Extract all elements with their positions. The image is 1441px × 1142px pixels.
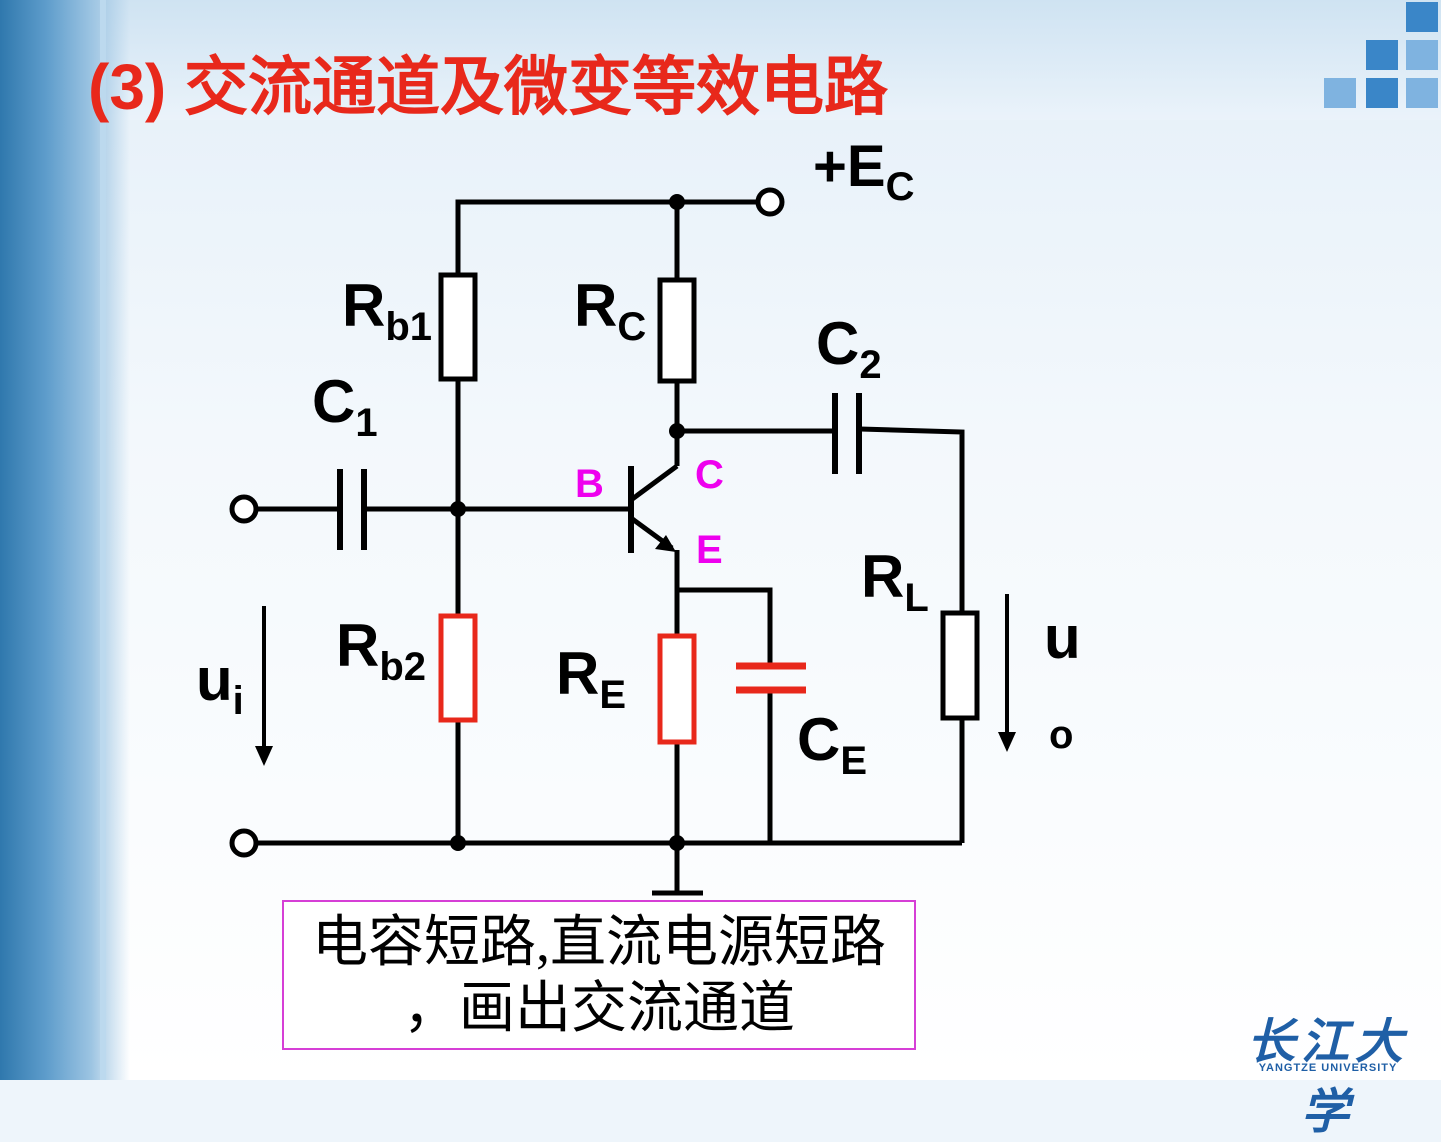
input-terminal [229, 494, 259, 524]
circuit-diagram: +EC Rb1 RC C1 C2 B C E RL Rb2 RE CE ui u… [196, 134, 1081, 896]
ce-label: CE [797, 706, 867, 783]
wires [256, 199, 965, 896]
ground-terminal [229, 828, 259, 858]
logo-en-text: YANGTZE UNIVERSITY [1258, 1062, 1398, 1074]
rc-label: RC [574, 272, 646, 349]
resistor-re [657, 633, 697, 745]
supply-terminal [755, 187, 785, 217]
ui-arrow-icon [255, 606, 273, 766]
c1-label: C1 [312, 368, 378, 445]
base-label: B [575, 462, 604, 506]
resistor-rc [657, 277, 697, 384]
note-box: 电容短路,直流电源短路 ，画出交流通道 [282, 900, 916, 1050]
re-label: RE [556, 640, 626, 717]
resistor-rl [940, 610, 980, 721]
junction-dots [450, 194, 685, 851]
c2-label: C2 [816, 310, 882, 387]
note-line-1: 电容短路,直流电源短路 [312, 912, 886, 974]
left-decor-bar [0, 0, 130, 1080]
capacitor-c2 [832, 393, 862, 474]
rb2-label: Rb2 [336, 612, 426, 689]
collector-label: C [695, 453, 724, 497]
emitter-ce-wire [677, 587, 773, 664]
terminals [229, 187, 785, 858]
page-title: (3) 交流通道及微变等效电路 [88, 51, 888, 123]
uo-label-main: u [1044, 604, 1081, 671]
left-decor-stripe [100, 0, 106, 1080]
rl-label: RL [861, 543, 929, 620]
university-logo: 长江大学 YANGTZE UNIVERSITY [1228, 1002, 1428, 1140]
uo-label-sub: o [1049, 713, 1073, 757]
emitter-arrow-icon [655, 535, 676, 552]
capacitor-ce [736, 662, 806, 694]
supply-label: +EC [813, 134, 914, 209]
capacitor-c1 [337, 469, 367, 550]
ui-label: ui [196, 646, 244, 723]
emitter-label: E [696, 528, 723, 572]
uo-arrow-icon [998, 594, 1016, 752]
transistor-collector-lead [629, 463, 679, 503]
c2-rl-wire [859, 426, 965, 613]
top-band [0, 0, 1441, 120]
note-line-2: ，画出交流通道 [403, 978, 795, 1040]
resistor-rb1 [438, 272, 478, 382]
rb1-label: Rb1 [342, 272, 432, 349]
top-rail-wire [455, 199, 758, 275]
resistor-rb2 [438, 613, 478, 723]
